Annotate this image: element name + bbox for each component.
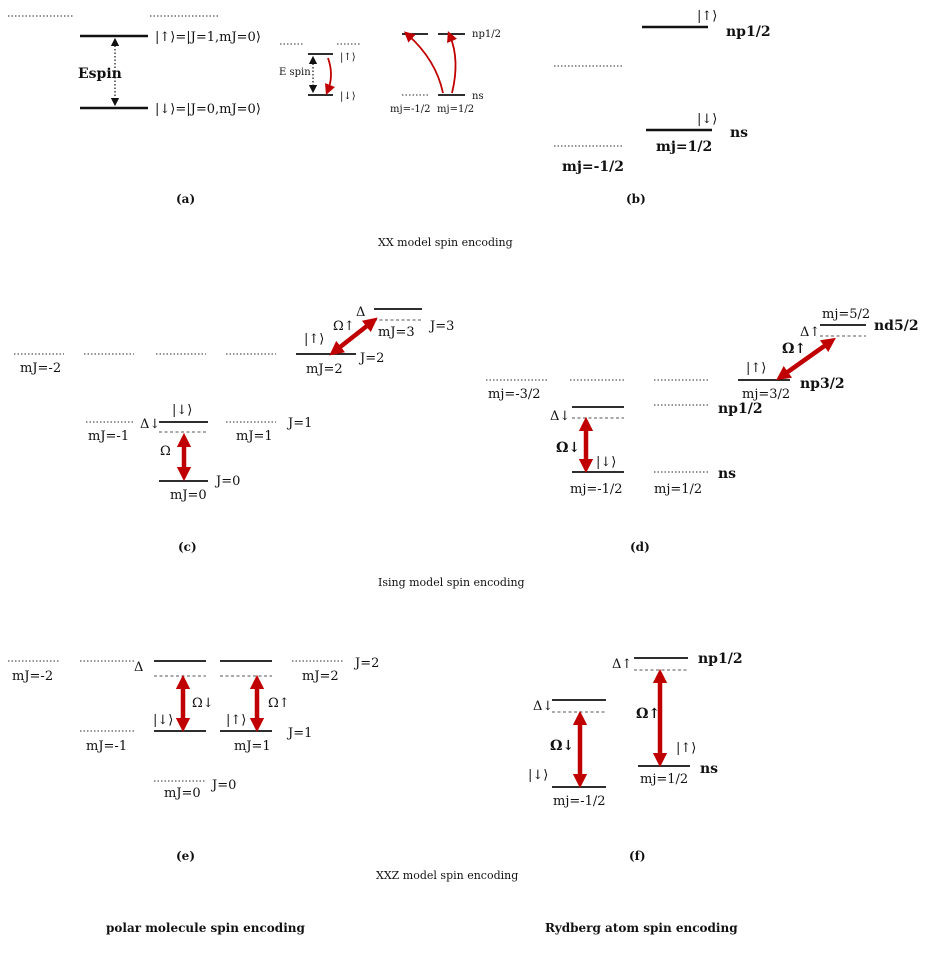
level-label: |↓⟩ bbox=[340, 91, 356, 102]
level-label: mj=3/2 bbox=[742, 387, 790, 402]
level-label: |↑⟩ bbox=[304, 332, 324, 347]
level-label: Ω↑ bbox=[636, 706, 660, 722]
caption-rydberg: Rydberg atom spin encoding bbox=[545, 921, 738, 935]
level-label: Δ↓ bbox=[550, 409, 570, 424]
level-label: np1/2 bbox=[472, 29, 501, 40]
panel-b: |↑⟩ np1/2 |↓⟩ ns mj=1/2 mj=-1/2 (b) bbox=[554, 9, 771, 206]
level-label: nd5/2 bbox=[874, 318, 919, 334]
espin-label: Espin bbox=[78, 66, 122, 82]
level-label: mJ=3 bbox=[378, 325, 415, 340]
level-label: mJ=-2 bbox=[12, 669, 53, 684]
level-label: mJ=-1 bbox=[86, 739, 127, 754]
caption-ising: Ising model spin encoding bbox=[378, 576, 525, 589]
level-label: mj=5/2 bbox=[822, 307, 870, 322]
transition-curve bbox=[403, 31, 444, 94]
level-label: ns bbox=[718, 466, 736, 482]
level-label: Ω↓ bbox=[550, 738, 574, 754]
panel-a: Espin |↑⟩=|J=1,mJ=0⟩ |↓⟩=|J=0,mJ=0⟩ (a) bbox=[8, 15, 261, 206]
level-label: J=3 bbox=[428, 319, 454, 334]
level-label: |↓⟩ bbox=[528, 768, 548, 783]
level-label: Δ↓ bbox=[140, 417, 160, 432]
level-label: mj=1/2 bbox=[656, 139, 712, 155]
omega-up-arrow-c bbox=[329, 317, 378, 356]
level-label: mj=-1/2 bbox=[553, 794, 606, 809]
down-state-a: |↓⟩=|J=0,mJ=0⟩ bbox=[155, 102, 261, 117]
level-label: |↓⟩ bbox=[596, 455, 616, 470]
panel-label-a: (a) bbox=[176, 192, 195, 206]
caption-xx: XX model spin encoding bbox=[378, 236, 513, 249]
level-label: mJ=-1 bbox=[88, 429, 129, 444]
panel-label-c: (c) bbox=[178, 540, 197, 554]
caption-polar: polar molecule spin encoding bbox=[106, 921, 305, 935]
level-label: Ω↑ bbox=[268, 696, 290, 711]
level-label: J=1 bbox=[286, 726, 312, 741]
level-label: J=0 bbox=[210, 778, 236, 793]
level-label: mJ=2 bbox=[306, 362, 343, 377]
panel-d: mj=-3/2 mj=-1/2 mj=1/2 mj=3/2 mj=5/2 ns … bbox=[486, 307, 919, 554]
level-label: mj=-1/2 bbox=[390, 104, 430, 115]
panel-label-b: (b) bbox=[626, 192, 646, 206]
panel-f: np1/2 ns |↑⟩ |↓⟩ Ω↓ Ω↑ Δ↓ Δ↑ mj=-1/2 mj=… bbox=[528, 651, 743, 863]
panel-b-mid-inset: np1/2 ns mj=-1/2 mj=1/2 bbox=[390, 29, 501, 115]
level-label: J=0 bbox=[214, 474, 240, 489]
level-label: ns bbox=[472, 91, 484, 102]
level-label: ns bbox=[730, 125, 748, 141]
panel-label-f: (f) bbox=[629, 849, 646, 863]
level-label: mj=1/2 bbox=[654, 482, 702, 497]
up-state-a: |↑⟩=|J=1,mJ=0⟩ bbox=[155, 30, 261, 45]
level-label: J=1 bbox=[286, 416, 312, 431]
level-label: |↑⟩ bbox=[676, 741, 696, 756]
level-label: mJ=1 bbox=[236, 429, 273, 444]
level-label: mj=-3/2 bbox=[488, 387, 541, 402]
level-label: |↑⟩ bbox=[697, 9, 717, 24]
level-label: mJ=0 bbox=[170, 488, 207, 503]
level-label: Ω↓ bbox=[192, 696, 214, 711]
level-label: mj=1/2 bbox=[437, 104, 474, 115]
level-label: Δ↑ bbox=[612, 657, 632, 672]
level-label: Δ bbox=[134, 660, 143, 675]
level-label: |↑⟩ bbox=[226, 713, 246, 728]
panel-b-left-inset: E spin |↑⟩ |↓⟩ bbox=[279, 43, 360, 102]
level-label: mJ=1 bbox=[234, 739, 271, 754]
panel-label-e: (e) bbox=[176, 849, 195, 863]
level-label: E spin bbox=[279, 67, 311, 78]
level-label: ns bbox=[700, 761, 718, 777]
level-label: mJ=2 bbox=[302, 669, 339, 684]
level-label: np1/2 bbox=[718, 401, 763, 417]
panel-e: mJ=-2 mJ=-1 mJ=0 mJ=1 mJ=2 J=0 J=1 J=2 |… bbox=[8, 656, 379, 863]
level-label: Ω bbox=[160, 444, 171, 459]
level-label: Δ↑ bbox=[800, 325, 820, 340]
panel-c: mJ=-2 mJ=-1 mJ=1 mJ=0 mJ=2 mJ=3 J=0 J=1 … bbox=[14, 305, 454, 554]
level-label: |↑⟩ bbox=[340, 52, 356, 63]
level-label: |↓⟩ bbox=[697, 112, 717, 127]
level-label: J=2 bbox=[358, 351, 384, 366]
level-label: J=2 bbox=[353, 656, 379, 671]
level-label: mj=1/2 bbox=[640, 772, 688, 787]
caption-xxz: XXZ model spin encoding bbox=[376, 869, 518, 882]
level-label: mj=-1/2 bbox=[562, 159, 624, 175]
level-label: |↑⟩ bbox=[746, 361, 766, 376]
level-label: Δ bbox=[356, 305, 365, 320]
level-label: Ω↑ bbox=[782, 341, 806, 357]
level-label: Ω↑ bbox=[333, 319, 355, 334]
transition-curve bbox=[447, 31, 458, 94]
panel-label-d: (d) bbox=[630, 540, 650, 554]
level-label: |↓⟩ bbox=[172, 403, 192, 418]
level-label: np1/2 bbox=[698, 651, 743, 667]
level-label: np3/2 bbox=[800, 376, 845, 392]
level-label: np1/2 bbox=[726, 24, 771, 40]
level-label: mJ=0 bbox=[164, 786, 201, 801]
omega-up-arrow-d bbox=[776, 337, 836, 381]
level-label: Δ↓ bbox=[533, 699, 553, 714]
level-label: |↓⟩ bbox=[153, 713, 173, 728]
transition-curve bbox=[324, 57, 336, 96]
level-label: mj=-1/2 bbox=[570, 482, 623, 497]
level-label: mJ=-2 bbox=[20, 361, 61, 376]
level-label: Ω↓ bbox=[556, 440, 580, 456]
